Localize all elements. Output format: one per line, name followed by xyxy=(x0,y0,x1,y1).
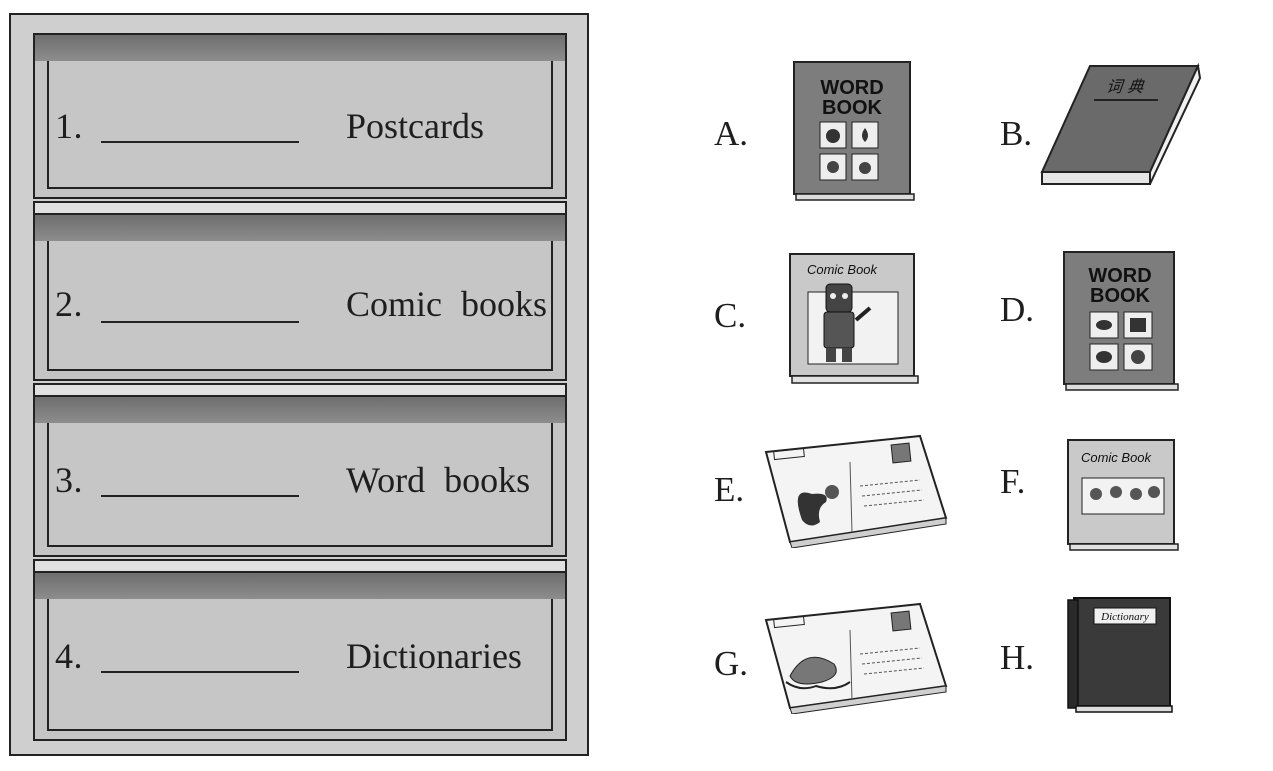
answer-blank-4[interactable] xyxy=(101,671,299,673)
shelf-shadow xyxy=(35,397,565,423)
option-letter-a: A. xyxy=(714,114,749,153)
comic-book-icon[interactable]: Comic Book xyxy=(1064,436,1180,554)
answer-blank-2[interactable] xyxy=(101,321,299,323)
shelf-inner xyxy=(47,423,553,547)
dictionary-icon[interactable]: Dictionary xyxy=(1064,594,1182,716)
shelf-inner xyxy=(47,241,553,371)
svg-text:词 典: 词 典 xyxy=(1104,77,1148,95)
svg-text:WORD: WORD xyxy=(1088,265,1151,287)
row-number: 3. xyxy=(55,460,83,500)
shelf-shadow xyxy=(35,35,565,61)
postcard-squirrel-icon[interactable] xyxy=(760,432,952,548)
row-number: 2. xyxy=(55,284,83,324)
word-book-icon[interactable]: WORD BOOK xyxy=(790,58,920,203)
svg-text:Comic Book: Comic Book xyxy=(807,262,879,277)
option-letter-b: B. xyxy=(1000,114,1033,153)
option-letter-f: F. xyxy=(1000,462,1026,501)
comic-book-icon[interactable]: Comic Book xyxy=(786,250,920,386)
category-label: Word books xyxy=(346,460,531,500)
option-letter-d: D. xyxy=(1000,290,1035,329)
option-letter-h: H. xyxy=(1000,638,1035,677)
shelf-row-3: 3. Word books xyxy=(33,395,567,557)
shelf-shadow xyxy=(35,215,565,241)
word-book-icon[interactable]: WORD BOOK xyxy=(1060,248,1184,392)
shelf-inner xyxy=(47,599,553,731)
svg-text:Comic Book: Comic Book xyxy=(1081,450,1153,465)
option-letter-c: C. xyxy=(714,296,747,335)
answer-blank-3[interactable] xyxy=(101,495,299,497)
chinese-dictionary-icon[interactable]: 词 典 xyxy=(1038,60,1204,190)
row-number: 4. xyxy=(55,636,83,676)
shelf-row-2: 2. Comic books xyxy=(33,213,567,381)
row-number: 1. xyxy=(55,106,83,146)
category-label: Dictionaries xyxy=(346,636,522,676)
bookshelf: 1. Postcards 2. Comic books 3. Word book… xyxy=(9,13,589,756)
svg-text:BOOK: BOOK xyxy=(822,97,883,119)
option-letter-e: E. xyxy=(714,470,745,509)
category-label: Comic books xyxy=(346,284,548,324)
option-letter-g: G. xyxy=(714,644,749,683)
answer-blank-1[interactable] xyxy=(101,141,299,143)
svg-text:WORD: WORD xyxy=(820,77,883,99)
shelf-row-1: 1. Postcards xyxy=(33,33,567,199)
shelf-row-4: 4. Dictionaries xyxy=(33,571,567,741)
svg-text:Dictionary: Dictionary xyxy=(1100,611,1149,623)
svg-text:BOOK: BOOK xyxy=(1090,285,1151,307)
category-label: Postcards xyxy=(346,106,484,146)
shelf-shadow xyxy=(35,573,565,599)
shelf-inner xyxy=(47,61,553,189)
postcard-whale-icon[interactable] xyxy=(760,600,952,714)
